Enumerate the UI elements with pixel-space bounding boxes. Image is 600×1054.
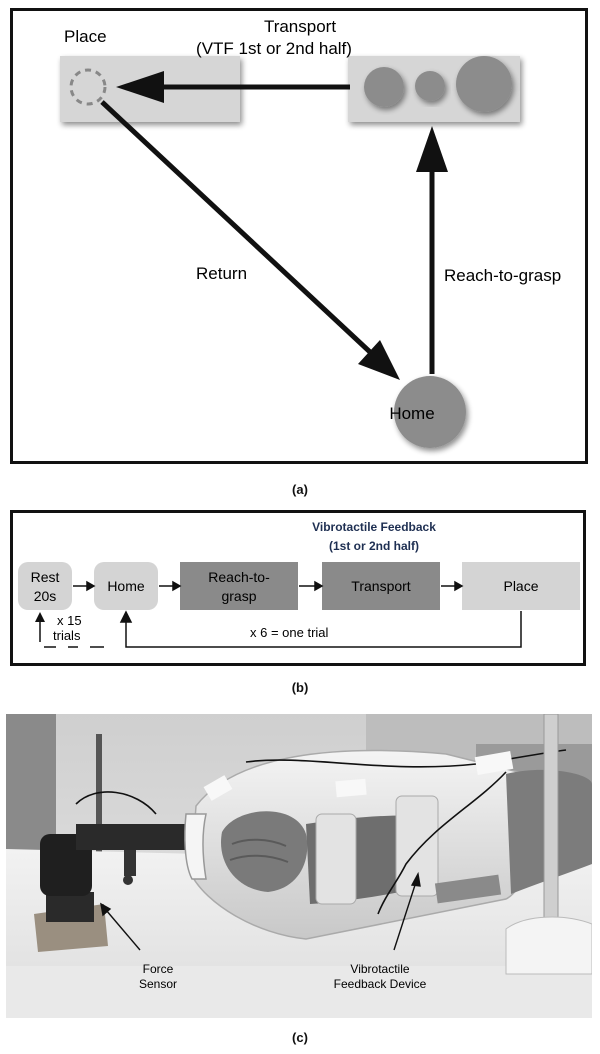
prosthesis-photo: Force Sensor Vibrotactile Feedback Devic…	[6, 714, 592, 1018]
trials-count-line1: x 15	[57, 613, 82, 628]
return-label: Return	[196, 264, 247, 283]
vtf-wire-2	[377, 771, 507, 915]
transport-label: Transport	[264, 17, 336, 36]
strap-2	[395, 795, 439, 897]
step-rest-line2: 20s	[34, 588, 57, 604]
caption-a: (a)	[292, 482, 308, 497]
step-home	[94, 562, 158, 610]
vtf-title-line2: (1st or 2nd half)	[329, 539, 419, 553]
vtf-title-line1: Vibrotactile Feedback	[312, 520, 436, 534]
caption-c: (c)	[292, 1030, 308, 1045]
vtf-wire-1	[245, 749, 567, 768]
place-label: Place	[64, 27, 107, 46]
object-small	[415, 71, 445, 101]
trial-flow-diagram: Vibrotactile Feedback (1st or 2nd half) …	[10, 510, 586, 666]
strap-1	[315, 813, 357, 905]
flow-arrows	[73, 580, 464, 592]
step-reach-line2: grasp	[221, 588, 256, 604]
transport-sublabel: (VTF 1st or 2nd half)	[196, 39, 352, 58]
home-label: Home	[389, 404, 434, 423]
step-rest-line1: Rest	[31, 569, 60, 585]
vtf-device-label-line2: Feedback Device	[334, 977, 427, 991]
force-sensor-label-line1: Force	[143, 962, 174, 976]
step-transport-label: Transport	[351, 578, 411, 594]
step-place	[462, 562, 580, 610]
step-place-label: Place	[503, 578, 538, 594]
return-arrowhead	[358, 340, 400, 380]
reach-arrowhead	[416, 126, 448, 172]
return-arrow-line	[100, 100, 372, 354]
reach-label: Reach-to-grasp	[444, 266, 561, 285]
one-trial-label: x 6 = one trial	[250, 625, 329, 640]
home-circle	[394, 376, 466, 448]
hand	[221, 811, 308, 892]
stand-pole	[543, 714, 559, 930]
step-home-label: Home	[107, 578, 145, 594]
transport-arrowhead	[116, 71, 164, 103]
task-layout-diagram: Place Transport (VTF 1st or 2nd half) Re…	[10, 8, 588, 464]
caption-b: (b)	[291, 680, 309, 695]
place-target-outline	[69, 68, 107, 106]
annotation-arrows	[100, 871, 421, 951]
object-medium	[364, 67, 404, 107]
step-transport	[322, 562, 440, 610]
vtf-device-label-line1: Vibrotactile	[350, 962, 409, 976]
step-reach	[180, 562, 298, 610]
force-sensor-label-line2: Sensor	[139, 977, 177, 991]
loop-fifteen-trials	[35, 612, 104, 648]
loop-one-trial	[119, 610, 522, 648]
step-rest	[18, 562, 72, 610]
object-large	[456, 56, 512, 112]
step-reach-line1: Reach-to-	[208, 569, 270, 585]
trials-count-line2: trials	[53, 628, 81, 643]
